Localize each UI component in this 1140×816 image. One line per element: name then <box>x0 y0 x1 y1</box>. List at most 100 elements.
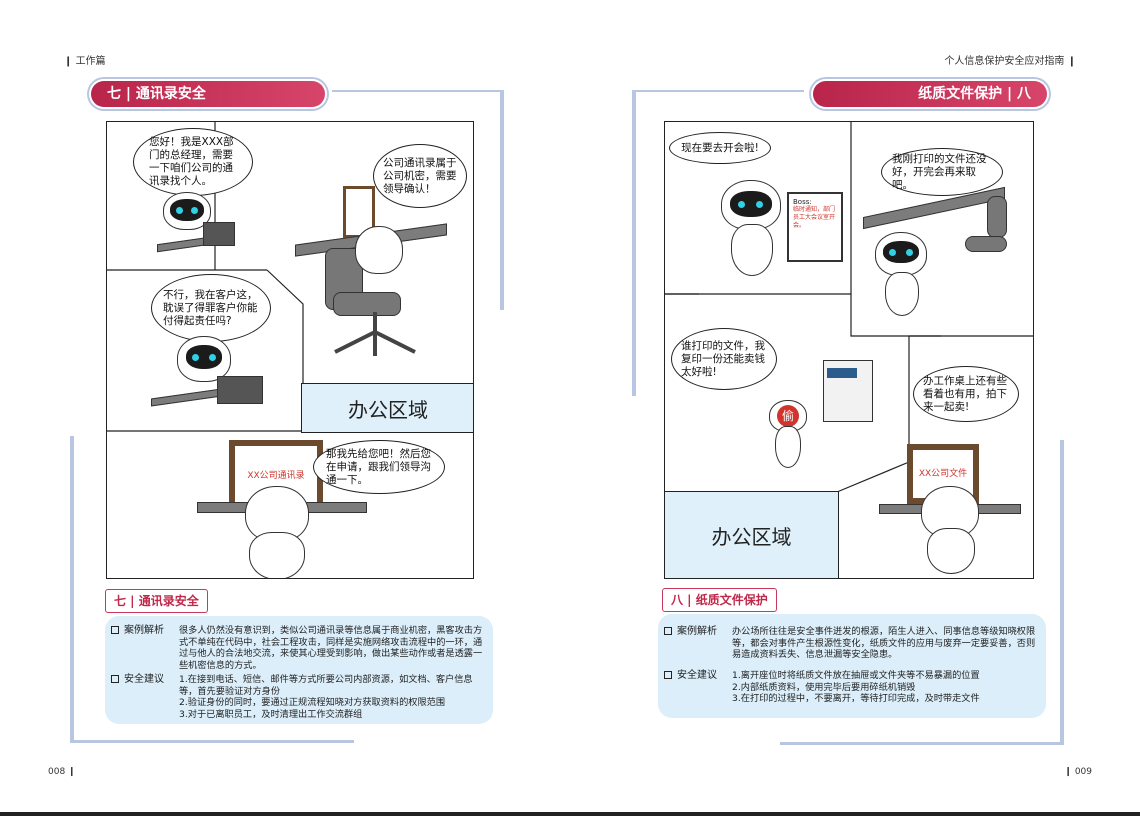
page-number-right: ❙ 009 <box>1064 767 1092 777</box>
chair-base <box>334 312 416 356</box>
speech-bubble-1: 现在要去开会啦! <box>669 132 771 164</box>
advice-row: 安全建议 1.离开座位时将纸质文件放在抽屉或文件夹等不易暴漏的位置 2.内部纸质… <box>664 670 1036 705</box>
comic-left: 您好！我是XXX部门的总经理，需要一下咱们公司的通讯录找个人。 公司通讯录属于公… <box>106 121 474 579</box>
speech-bubble-2: 公司通讯录属于公司机密，需要领导确认！ <box>373 144 467 208</box>
advice-item: 2.内部纸质资料，使用完毕后要用碎纸机销毁 <box>732 681 916 693</box>
header-left: ❙ 工作篇 <box>64 56 106 67</box>
office-area-text: 办公区域 <box>348 397 428 422</box>
header-left-text: 工作篇 <box>75 56 106 67</box>
case-text: 办公场所往往是安全事件迸发的根源，陌生人进入、同事信息等级知晓权限等，都会对事件… <box>732 626 1036 661</box>
chair-seat <box>965 236 1007 252</box>
bubble-text-4: 办工作桌上还有些看着也有用，拍下来一起卖! <box>923 374 1007 413</box>
robot-eye <box>889 249 896 256</box>
notice-text: 临时通知，部门员工大会议室开会。 <box>793 206 836 229</box>
robot-body <box>885 272 919 316</box>
speech-bubble-4: 办工作桌上还有些看着也有用，拍下来一起卖! <box>913 366 1019 422</box>
robot-body <box>775 426 801 468</box>
bubble-text-3: 不行，我在客户这，耽误了得罪客户你能付得起责任吗? <box>163 288 258 327</box>
robot-head <box>163 192 211 230</box>
robot-head <box>721 180 781 230</box>
thief-mark: 偷 <box>777 405 799 427</box>
robot-eye <box>756 201 763 208</box>
info-panel-right: 案例解析 办公场所往往是安全事件迸发的根源，陌生人进入、同事信息等级知晓权限等，… <box>658 614 1046 718</box>
info-title-right: 八 | 纸质文件保护 <box>662 588 777 612</box>
speech-bubble-4: 那我先给您吧！然后您在申请，跟我们领导沟通一下。 <box>313 440 445 494</box>
speech-bubble-3: 不行，我在客户这，耽误了得罪客户你能付得起责任吗? <box>151 274 271 342</box>
deco-bar <box>632 90 804 92</box>
boss-notice-board: Boss: 临时通知，部门员工大会议室开会。 <box>787 192 843 262</box>
speech-bubble-2: 我刚打印的文件还没好，开完会再来取吧。 <box>881 148 1003 196</box>
robot-face <box>883 241 919 263</box>
monitor <box>217 376 263 404</box>
chair-seat <box>333 292 401 316</box>
page-number-text: 008 <box>48 767 66 777</box>
deco-bar <box>70 436 74 742</box>
printer-panel <box>827 368 857 378</box>
advice-label: 安全建议 <box>111 674 179 720</box>
board-label: XX公司通讯录 <box>247 471 305 481</box>
robot-eye <box>192 354 199 361</box>
bubble-text-4: 那我先给您吧！然后您在申请，跟我们领导沟通一下。 <box>326 447 431 486</box>
advice-label: 安全建议 <box>664 670 732 705</box>
advice-row: 安全建议 1.在接到电话、短信、邮件等方式所要公司内部资源，如文档、客户信息等，… <box>111 674 483 720</box>
banner-text: 纸质文件保护 | 八 <box>918 86 1031 102</box>
page-number-text: 009 <box>1074 767 1092 777</box>
advice-item: 3.对于已离职员工，及时清理出工作交流群组 <box>179 708 363 720</box>
bubble-text-1: 现在要去开会啦! <box>681 141 759 154</box>
thief-robot-head: 偷 <box>769 400 807 432</box>
deco-bar <box>332 90 504 92</box>
robot-eye <box>191 207 198 214</box>
robot-eye <box>176 207 183 214</box>
deco-bar <box>780 742 1064 745</box>
robot-head <box>177 336 231 382</box>
notice-title: Boss: <box>793 198 812 206</box>
robot-head <box>875 232 927 276</box>
robot-eye <box>209 354 216 361</box>
robot-face <box>186 345 222 369</box>
info-panel-left: 案例解析 很多人仍然没有意识到，类似公司通讯录等信息属于商业机密，黑客攻击方式不… <box>105 616 493 724</box>
deco-bar <box>70 740 354 743</box>
speech-bubble-1: 您好！我是XXX部门的总经理，需要一下咱们公司的通讯录找个人。 <box>133 128 253 196</box>
advice-item: 1.在接到电话、短信、邮件等方式所要公司内部资源，如文档、客户信息等，首先要验证… <box>179 674 473 697</box>
robot-face <box>170 199 204 221</box>
chair <box>987 196 1007 238</box>
bubble-text-1: 您好！我是XXX部门的总经理，需要一下咱们公司的通讯录找个人。 <box>149 136 234 187</box>
bubble-text-3: 谁打印的文件，我复印一份还能卖钱太好啦! <box>681 339 765 378</box>
advice-item: 3.在打印的过程中，不要离开，等待打印完成，及时带走文件 <box>732 693 980 705</box>
office-area-label: 办公区域 <box>301 383 473 433</box>
robot-body <box>731 224 773 276</box>
info-title-text: 七 | 通讯录安全 <box>114 594 199 608</box>
office-area-label: 办公区域 <box>665 491 839 578</box>
bubble-text-2: 我刚打印的文件还没好，开完会再来取吧。 <box>892 152 987 191</box>
robot-face <box>730 191 772 217</box>
bubble-text-2: 公司通讯录属于公司机密，需要领导确认！ <box>383 156 457 195</box>
case-label: 案例解析 <box>111 625 179 671</box>
robot-eye <box>906 249 913 256</box>
header-right: 个人信息保护安全应对指南 ❙ <box>944 56 1076 67</box>
office-area-text: 办公区域 <box>711 525 792 549</box>
deco-bar <box>500 90 504 310</box>
header-right-text: 个人信息保护安全应对指南 <box>944 56 1065 67</box>
section-banner-right: 纸质文件保护 | 八 <box>813 81 1047 107</box>
case-text: 很多人仍然没有意识到，类似公司通讯录等信息属于商业机密，黑客攻击方式不单纯在代码… <box>179 625 483 671</box>
case-row: 案例解析 办公场所往往是安全事件迸发的根源，陌生人进入、同事信息等级知晓权限等，… <box>664 626 1036 661</box>
board-label: XX公司文件 <box>918 469 968 479</box>
info-title-text: 八 | 纸质文件保护 <box>671 593 768 607</box>
deco-bar <box>1060 440 1064 744</box>
advice-item: 2.验证身份的同时，要通过正规流程知晓对方获取资料的权限范围 <box>179 697 446 709</box>
advice-item: 1.离开座位时将纸质文件放在抽屉或文件夹等不易暴漏的位置 <box>732 670 980 681</box>
speech-bubble-3: 谁打印的文件，我复印一份还能卖钱太好啦! <box>671 328 777 390</box>
robot-body <box>249 532 305 578</box>
robot-body <box>927 528 975 574</box>
section-banner-left: 七 | 通讯录安全 <box>91 81 325 107</box>
bottom-edge <box>0 812 1140 816</box>
robot-head-back <box>355 226 403 274</box>
page-number-left: 008 ❙ <box>48 767 76 777</box>
info-title-left: 七 | 通讯录安全 <box>105 589 208 613</box>
banner-text: 七 | 通讯录安全 <box>107 86 206 102</box>
robot-eye <box>738 201 745 208</box>
phone <box>203 222 235 246</box>
case-label: 案例解析 <box>664 626 732 661</box>
comic-right: 现在要去开会啦! Boss: 临时通知，部门员工大会议室开会。 我刚打印的文件还… <box>664 121 1034 579</box>
deco-bar <box>632 90 636 396</box>
